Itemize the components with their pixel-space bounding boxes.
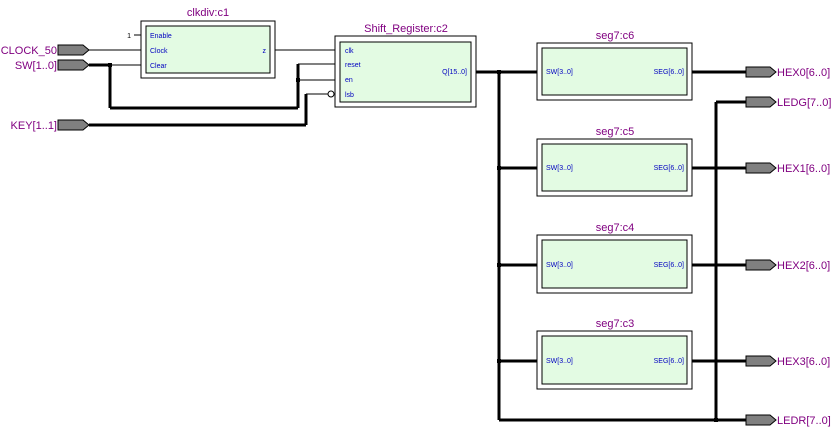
block-clkdiv[interactable]: clkdiv:c1 1 Enable Clock Clear z [127,7,276,79]
port-q: Q[15..0] [442,69,467,76]
port-en: en [345,77,353,84]
block-seg7-c3[interactable]: seg7:c3 SW[3..0] SEG[6..0] [536,318,693,390]
port-seg: SEG[6..0] [654,165,684,172]
block-title: seg7:c5 [596,126,635,138]
output-pin-hex2[interactable]: HEX2[6..0] [745,259,830,272]
junctions [108,63,718,422]
block-inner-body [145,25,271,74]
port-seg: SEG[6..0] [654,358,684,365]
port-lsb: lsb [345,92,354,99]
block-inner-body [541,335,688,385]
port-clear: Clear [150,63,167,70]
port-reset: reset [345,62,361,69]
pin-label: HEX1[6..0] [777,163,830,175]
junction-dot [497,263,501,267]
pin-label: HEX0[6..0] [777,67,830,79]
port-z: z [263,48,267,55]
input-pin-clock[interactable]: CLOCK_50 [1,44,90,57]
pin-label: LEDG[7..0] [777,97,831,109]
block-title: Shift_Register:c2 [364,23,448,35]
port-seg: SEG[6..0] [654,69,684,76]
junction-dot [497,359,501,363]
pin-label: CLOCK_50 [1,45,57,57]
pin-label: HEX2[6..0] [777,260,830,272]
output-pin-arrow-icon [745,355,777,367]
block-inner-body [339,41,472,103]
port-clock: Clock [150,48,168,55]
port-enable: Enable [150,33,172,40]
pin-label: LEDR[7..0] [777,415,831,427]
output-pin-arrow-icon [745,66,777,78]
block-title: seg7:c3 [596,318,635,330]
block-seg7-c5[interactable]: seg7:c5 SW[3..0] SEG[6..0] [536,126,693,197]
junction-dot [497,70,501,74]
input-pin-arrow-icon [57,119,90,131]
output-pin-arrow-icon [745,259,777,271]
block-inner-body [541,47,688,96]
output-pin-ledr[interactable]: LEDR[7..0] [745,414,831,427]
port-sw: SW[3..0] [546,358,573,365]
block-title: seg7:c6 [596,30,635,42]
input-pin-arrow-icon [57,44,90,56]
block-title: clkdiv:c1 [187,7,229,19]
port-sw: SW[3..0] [546,262,573,269]
port-sw: SW[3..0] [546,69,573,76]
output-pin-hex3[interactable]: HEX3[6..0] [745,355,830,368]
port-clk: clk [345,48,354,55]
pin-label: SW[1..0] [15,60,57,72]
pin-label: KEY[1..1] [11,120,57,132]
output-pin-arrow-icon [745,162,777,174]
input-pin-key[interactable]: KEY[1..1] [11,119,90,132]
output-pin-arrow-icon [745,414,777,426]
port-sw: SW[3..0] [546,165,573,172]
junction-dot [497,166,501,170]
block-shift-register[interactable]: Shift_Register:c2 clk reset en lsb Q[15.… [327,23,477,108]
wires [89,34,748,422]
inverter-bubble-icon [327,90,335,98]
const-one: 1 [127,33,131,40]
input-pin-arrow-icon [57,59,90,71]
block-inner-body [541,143,688,192]
input-pin-sw[interactable]: SW[1..0] [15,59,90,72]
block-inner-body [541,239,688,289]
pin-label: HEX3[6..0] [777,356,830,368]
port-seg: SEG[6..0] [654,262,684,269]
output-pin-hex0[interactable]: HEX0[6..0] [745,66,830,79]
output-pin-arrow-icon [745,96,777,108]
output-pin-hex1[interactable]: HEX1[6..0] [745,162,830,175]
block-seg7-c6[interactable]: seg7:c6 SW[3..0] SEG[6..0] [536,30,693,101]
block-title: seg7:c4 [596,222,635,234]
junction-dot [296,78,300,82]
block-seg7-c4[interactable]: seg7:c4 SW[3..0] SEG[6..0] [536,222,693,294]
output-pin-ledg[interactable]: LEDG[7..0] [745,96,831,109]
junction-dot [714,418,718,422]
junction-dot [108,63,112,67]
